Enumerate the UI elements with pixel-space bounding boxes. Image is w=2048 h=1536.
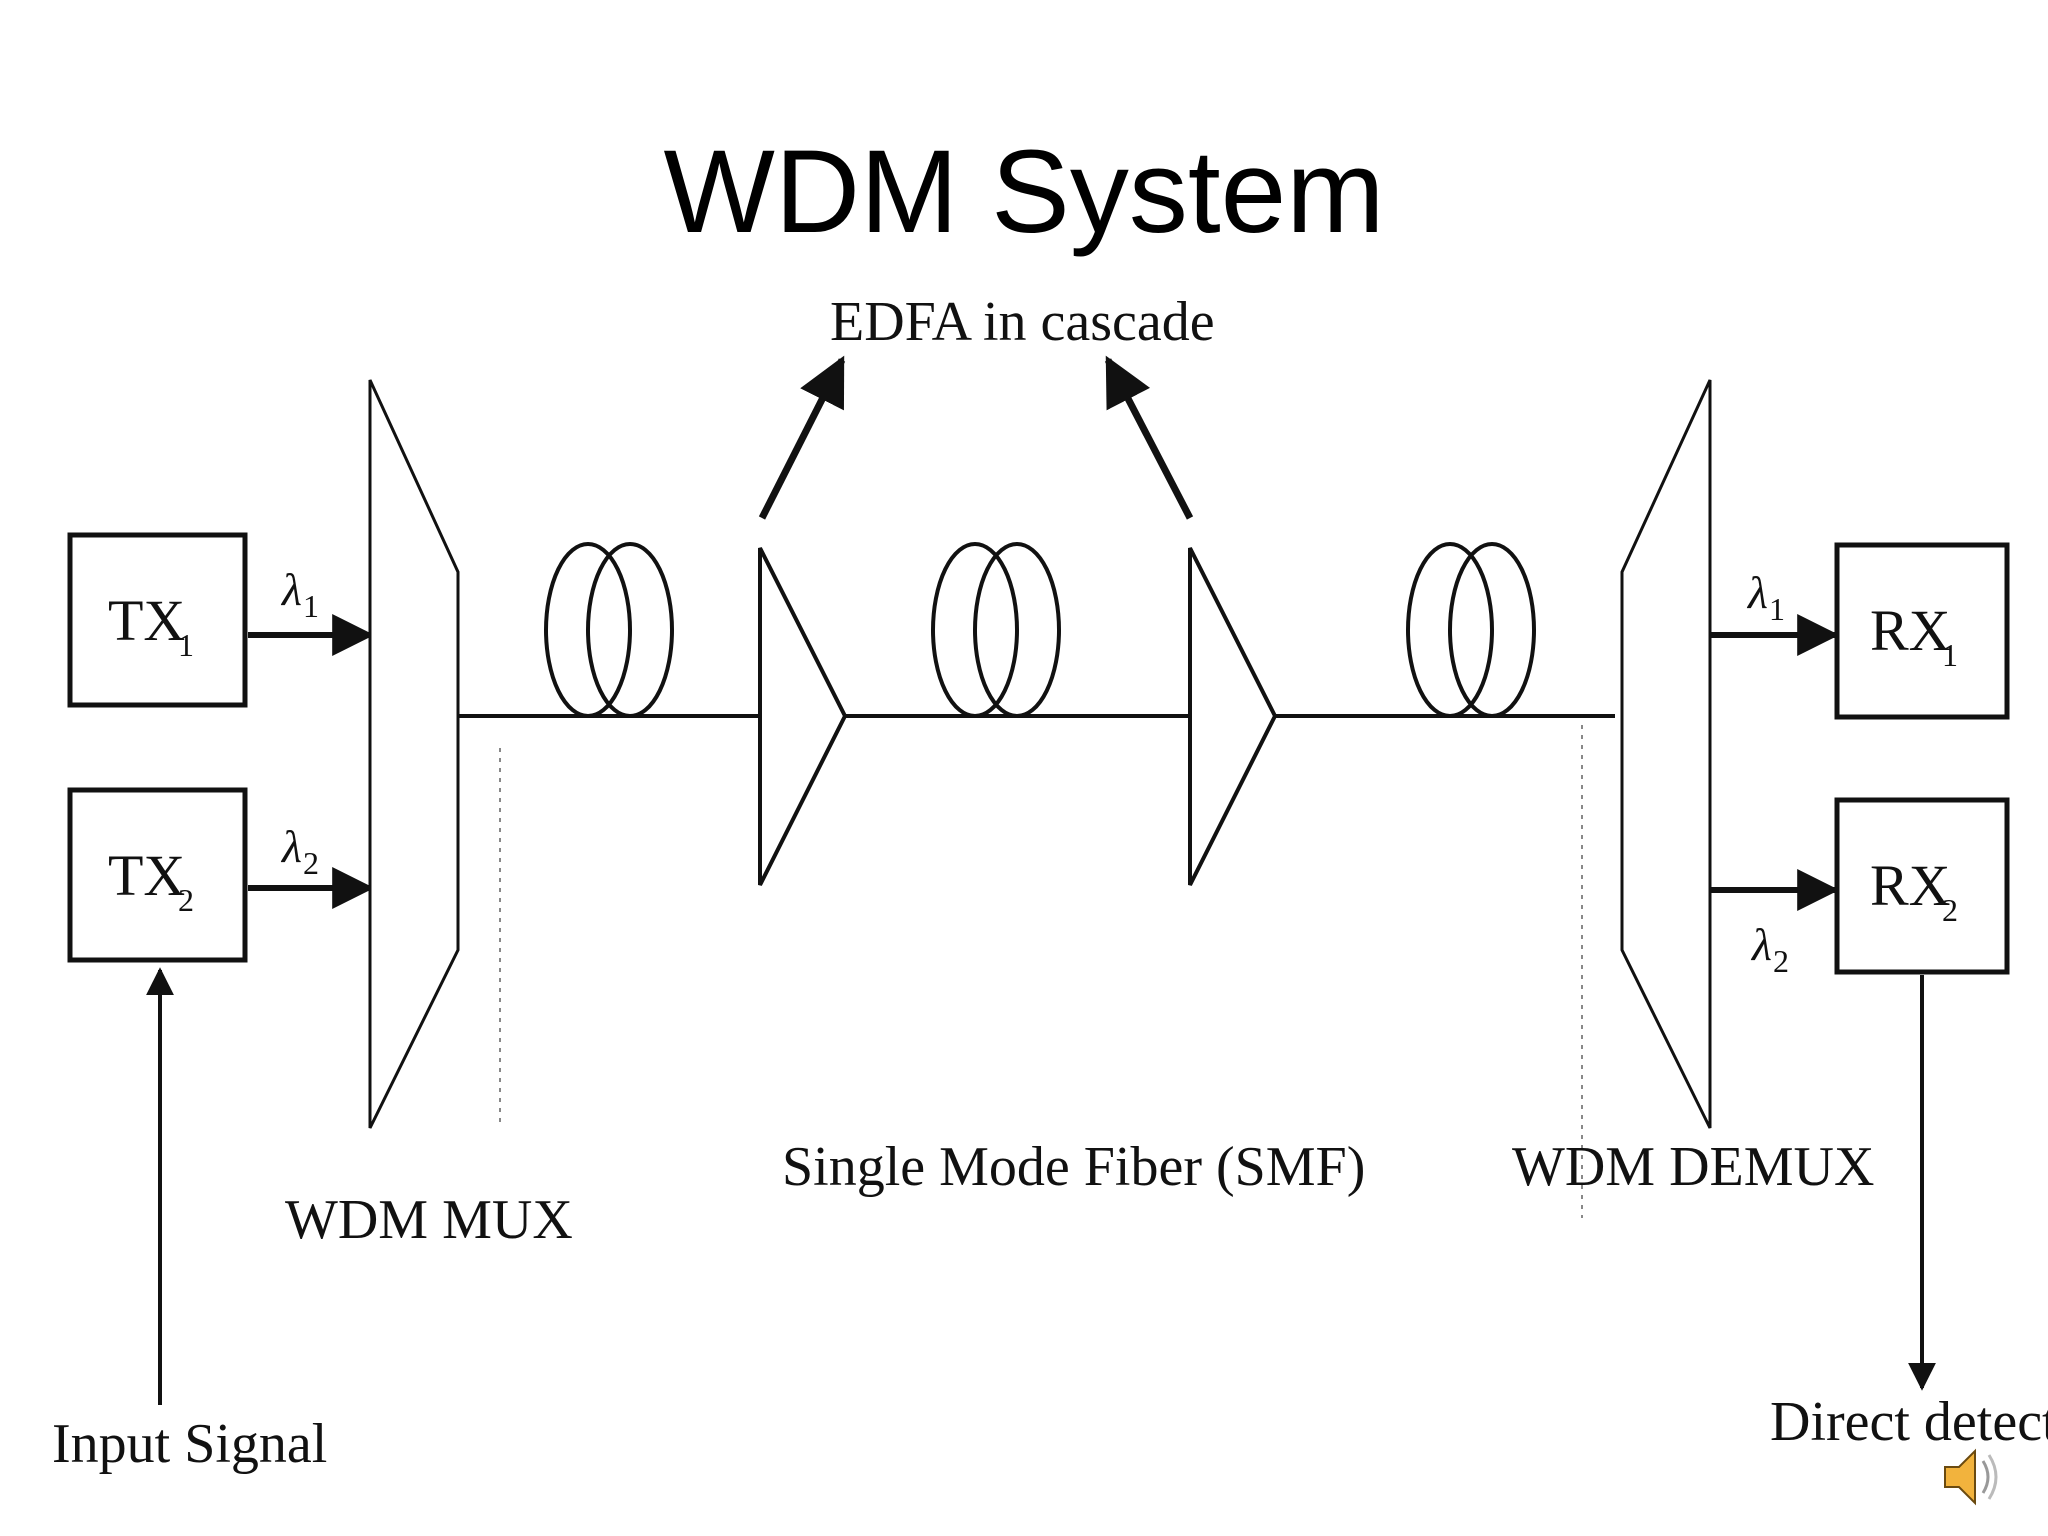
direct-detection-label: Direct detection	[1770, 1391, 2048, 1453]
tx2-name: TX	[108, 843, 185, 908]
slide-title: WDM System	[663, 126, 1385, 258]
rx1-block: RX 1	[1834, 542, 2010, 720]
rx2-wavelength: λ	[1750, 919, 1772, 970]
fiber-coil-2	[931, 542, 1061, 718]
tx1-wavelength: λ	[280, 564, 302, 615]
rx1-name: RX	[1870, 598, 1951, 663]
tx1-sub: 1	[178, 627, 194, 663]
rx1-wavelength: λ	[1746, 567, 1768, 618]
rx2-block: RX 2	[1834, 797, 2010, 975]
edfa-amplifier-1	[758, 547, 848, 886]
edfa-label: EDFA in cascade	[830, 291, 1215, 353]
mux-label: WDM MUX	[285, 1189, 573, 1251]
demux-label: WDM DEMUX	[1512, 1136, 1874, 1198]
tx2-sub: 2	[178, 882, 194, 918]
rx2-wavelength-sub: 2	[1773, 943, 1789, 979]
fiber-coil-1	[544, 542, 674, 718]
rx1-wavelength-sub: 1	[1769, 591, 1785, 627]
tx2-block: TX 2	[67, 787, 248, 963]
input-signal-label: Input Signal	[52, 1413, 327, 1475]
rx2-sub: 2	[1942, 892, 1958, 928]
rx2-name: RX	[1870, 853, 1951, 918]
wdm-mux	[368, 379, 460, 1129]
fiber-coil-3	[1406, 542, 1536, 718]
tx2-wavelength: λ	[280, 821, 302, 872]
tx2-wavelength-sub: 2	[303, 845, 319, 881]
speaker-icon[interactable]	[1944, 1448, 1998, 1506]
tx1-block: TX 1	[67, 532, 248, 708]
tx1-name: TX	[108, 588, 185, 653]
edfa-amplifier-2	[1188, 547, 1278, 886]
edfa-callout-arrow-2	[1104, 355, 1194, 520]
fiber-label: Single Mode Fiber (SMF)	[782, 1136, 1365, 1198]
edfa-callout-arrow-1	[758, 355, 846, 520]
wdm-demux	[1620, 379, 1712, 1129]
rx1-sub: 1	[1942, 637, 1958, 673]
tx1-wavelength-sub: 1	[303, 588, 319, 624]
